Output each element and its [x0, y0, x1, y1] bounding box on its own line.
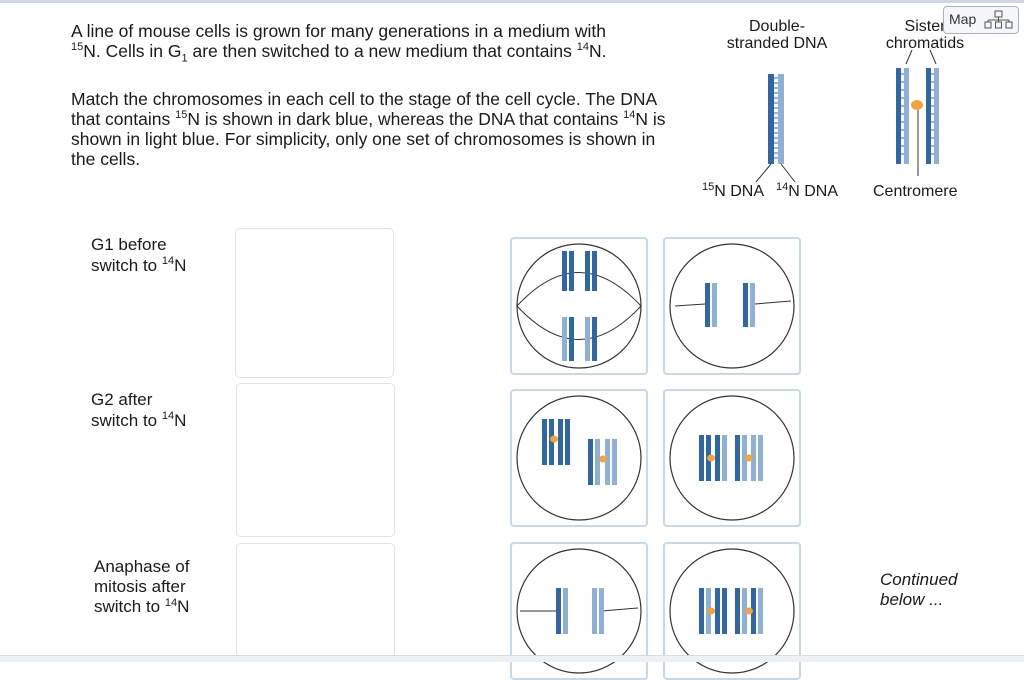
superscript: 14 — [161, 255, 175, 267]
drop-target-g2[interactable] — [236, 383, 395, 537]
stage-text: switch to — [91, 411, 162, 430]
map-button[interactable]: Map — [943, 6, 1019, 34]
question-text: N is shown in light blue. For simplicity… — [71, 109, 666, 169]
stage-text: switch to — [94, 597, 165, 616]
drop-target-g1[interactable] — [235, 228, 394, 378]
cell-card-2[interactable] — [663, 237, 801, 375]
stage-text: mitosis after — [94, 577, 186, 596]
question-text: A line of mouse cells is grown for many … — [71, 21, 606, 41]
legend-text: Double- — [748, 18, 806, 35]
stage-text: N — [174, 411, 187, 430]
superscript: 14 — [776, 181, 789, 193]
stage-text: switch to — [91, 256, 162, 275]
superscript: 14 — [623, 109, 636, 121]
continued-text: Continued — [880, 570, 958, 589]
legend-14n-dna: 14N DNA — [776, 181, 839, 200]
legend-diagram — [755, 50, 939, 183]
stage-text: N — [177, 597, 190, 616]
sitemap-icon — [984, 10, 1013, 29]
continued-text: below ... — [880, 590, 944, 609]
cell-diagram — [669, 395, 795, 521]
superscript: 14 — [164, 597, 178, 609]
question-text: Match the chromosomes in each cell to th… — [71, 89, 657, 129]
legend-text: chromatids — [885, 35, 965, 52]
stage-text: G2 after — [91, 390, 153, 409]
superscript: 14 — [576, 41, 589, 53]
map-label: Map — [949, 11, 977, 27]
legend-double-stranded: Double- stranded DNA — [712, 18, 842, 52]
question-text: N. — [588, 41, 607, 61]
cell-card-3[interactable] — [510, 389, 648, 527]
cell-diagram — [669, 243, 795, 369]
question-paragraph-2: Match the chromosomes in each cell to th… — [71, 89, 671, 169]
top-border — [0, 0, 1024, 3]
stage-text: G1 before — [91, 235, 167, 254]
question-text: N. Cells in G — [83, 41, 182, 61]
question-paragraph-1: A line of mouse cells is grown for many … — [71, 21, 671, 69]
cell-card-1[interactable] — [510, 237, 648, 375]
stage-label-g2: G2 after switch to 14N — [91, 389, 186, 431]
question-text: N is shown in dark blue, whereas the DNA… — [187, 109, 624, 129]
legend-text: N DNA — [714, 183, 765, 200]
question-text: are then switched to a new medium that c… — [187, 41, 577, 61]
subscript: 1 — [181, 52, 188, 65]
legend-sister-chromatids-diagram — [896, 50, 939, 176]
legend-text: N DNA — [788, 183, 839, 200]
legend-text: Sister — [904, 18, 946, 35]
superscript: 15 — [71, 41, 84, 53]
stage-text: Anaphase of — [94, 557, 190, 576]
legend-15n-dna: 15N DNA — [702, 181, 765, 200]
legend-dna-strand — [755, 74, 796, 183]
superscript: 15 — [702, 181, 715, 193]
cell-diagram — [516, 243, 642, 369]
legend-sister-chromatids: Sister chromatids — [870, 18, 980, 52]
cell-card-4[interactable] — [663, 389, 801, 527]
stage-label-g1: G1 before switch to 14N — [91, 234, 186, 276]
legend-centromere: Centromere — [873, 183, 958, 200]
legend-text: stranded DNA — [726, 35, 828, 52]
cell-diagram — [516, 395, 642, 521]
stage-text: N — [174, 256, 187, 275]
superscript: 14 — [161, 410, 175, 422]
continued-below-note: Continued below ... — [880, 570, 958, 610]
stage-label-anaphase: Anaphase of mitosis after switch to 14N — [94, 557, 189, 617]
superscript: 15 — [175, 109, 188, 121]
drop-target-anaphase[interactable] — [236, 543, 395, 657]
bottom-scroll-edge — [0, 655, 1024, 662]
